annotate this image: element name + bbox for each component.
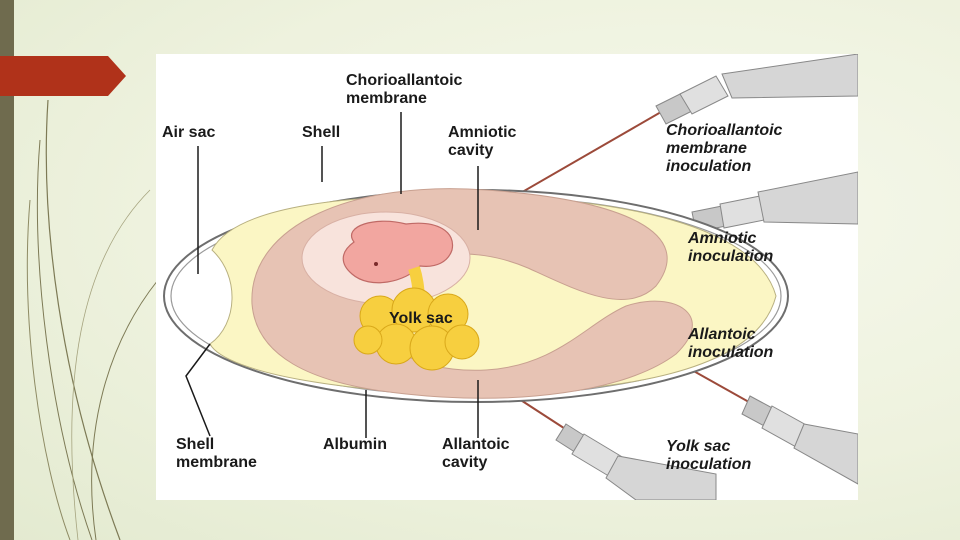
syringe-cam bbox=[504, 54, 858, 203]
yolk-sac bbox=[353, 287, 480, 371]
label-air-sac: Air sac bbox=[162, 124, 216, 141]
label-allantoic-cavity: Allantoic cavity bbox=[442, 436, 510, 471]
slide-sidebar-bar bbox=[0, 0, 14, 540]
egg bbox=[163, 188, 789, 403]
label-yolk-sac-inoculation: Yolk sac inoculation bbox=[666, 438, 752, 473]
slide-tab-arrow bbox=[0, 56, 126, 96]
leader-lines bbox=[185, 112, 479, 438]
label-albumin: Albumin bbox=[323, 436, 387, 453]
embryo bbox=[342, 220, 454, 284]
label-yolk-sac: Yolk sac bbox=[389, 310, 453, 327]
label-allantoic-inoculation: Allantoic inoculation bbox=[688, 326, 774, 361]
label-shell: Shell bbox=[302, 124, 341, 141]
syringe-allantoic bbox=[591, 313, 858, 485]
label-shell-membrane: Shell membrane bbox=[176, 436, 257, 471]
label-amniotic-cavity: Amniotic cavity bbox=[448, 124, 517, 159]
egg-inoculation-figure: Chorioallantoic membrane Air sac Shell A… bbox=[156, 54, 858, 500]
label-cam-inoculation: Chorioallantoic membrane inoculation bbox=[666, 122, 783, 175]
egg-diagram-svg bbox=[163, 54, 858, 500]
decorative-curves bbox=[26, 99, 159, 540]
label-amniotic-inoculation: Amniotic inoculation bbox=[688, 230, 774, 265]
label-chorioallantoic-membrane: Chorioallantoic membrane bbox=[346, 72, 463, 107]
